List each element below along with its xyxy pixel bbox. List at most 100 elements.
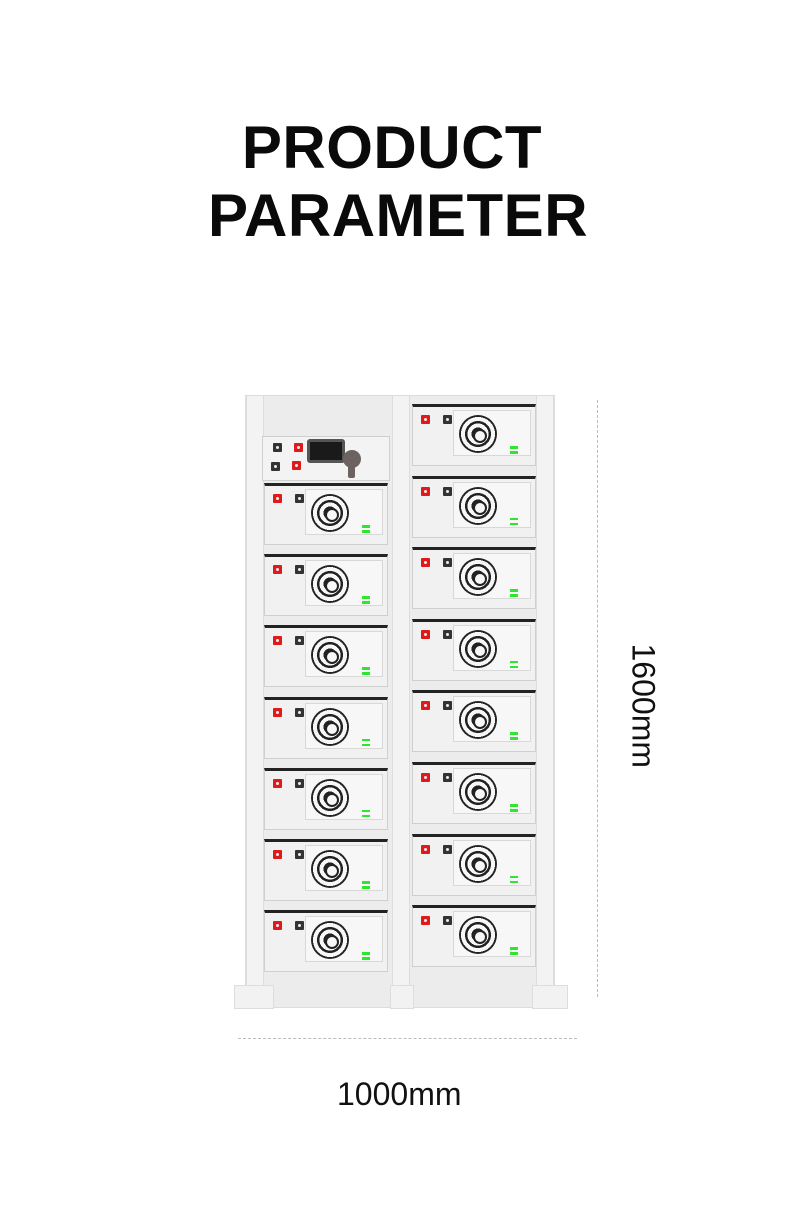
fan-panel (305, 916, 383, 963)
fan-icon (311, 494, 349, 532)
status-led-icon (510, 737, 518, 740)
positive-terminal-icon (421, 773, 430, 782)
status-led-icon (362, 743, 370, 747)
status-led-icon (362, 809, 370, 813)
fan-icon (311, 850, 349, 888)
fan-panel (305, 702, 383, 749)
negative-terminal-icon (443, 701, 452, 711)
positive-terminal-icon (421, 844, 430, 854)
positive-terminal-icon (273, 565, 282, 575)
fan-panel (453, 624, 531, 671)
fan-panel (305, 560, 383, 607)
status-led-icon (510, 804, 518, 807)
fan-panel (305, 773, 383, 820)
status-led-icon (510, 446, 518, 449)
fan-icon (459, 558, 497, 597)
title-line-1: PRODUCT (241, 114, 543, 181)
negative-terminal-icon (443, 629, 452, 639)
negative-terminal-icon (443, 486, 452, 496)
battery-module (264, 839, 388, 901)
battery-module (412, 547, 536, 610)
fan-icon (311, 778, 349, 817)
positive-terminal-icon (273, 850, 282, 859)
control-unit (262, 436, 390, 481)
frame-post-middle (392, 396, 410, 1007)
positive-terminal-icon (421, 916, 430, 926)
frame-post-left (246, 396, 264, 1007)
fan-panel (453, 553, 531, 600)
fan-icon (459, 486, 497, 525)
positive-terminal-icon (273, 921, 282, 931)
display-screen (307, 439, 345, 463)
battery-module (264, 910, 388, 973)
negative-terminal-icon (295, 707, 304, 717)
fan-icon (311, 707, 349, 746)
fan-panel (453, 911, 531, 958)
positive-terminal-icon (294, 443, 303, 452)
negative-terminal-icon (443, 415, 452, 424)
cabinet-foot-middle (390, 985, 414, 1009)
status-led-icon (510, 517, 518, 521)
positive-terminal-icon (421, 415, 430, 424)
height-dimension-line (597, 400, 598, 997)
status-led-icon (362, 886, 370, 889)
fan-icon (459, 701, 497, 740)
fan-panel (453, 410, 531, 456)
status-led-icon (510, 594, 518, 597)
battery-module (264, 554, 388, 617)
negative-terminal-icon (443, 844, 452, 854)
positive-terminal-icon (273, 494, 282, 503)
negative-terminal-icon (273, 443, 282, 452)
fan-icon (459, 415, 497, 453)
battery-module (412, 833, 536, 896)
status-led-icon (510, 451, 518, 454)
fan-icon (311, 921, 349, 960)
battery-module (264, 767, 388, 830)
status-led-icon (510, 732, 518, 735)
status-led-icon (362, 814, 370, 818)
positive-terminal-icon (273, 707, 282, 717)
status-led-icon (510, 589, 518, 592)
battery-module (412, 762, 536, 824)
cabinet-foot-left (234, 985, 274, 1009)
fan-panel (305, 489, 383, 535)
positive-terminal-icon (273, 778, 282, 788)
fan-icon (459, 773, 497, 811)
fan-icon (311, 636, 349, 675)
fan-panel (305, 845, 383, 891)
status-led-icon (510, 947, 518, 950)
fan-panel (305, 631, 383, 678)
fan-panel (453, 768, 531, 814)
status-led-icon (510, 952, 518, 955)
positive-terminal-icon (421, 486, 430, 496)
negative-terminal-icon (271, 462, 280, 471)
positive-terminal-icon (421, 701, 430, 711)
status-led-icon (510, 880, 518, 884)
negative-terminal-icon (443, 558, 452, 568)
negative-terminal-icon (295, 636, 304, 646)
width-dimension-label: 1000mm (337, 1076, 462, 1112)
negative-terminal-icon (295, 494, 304, 503)
fan-panel (453, 481, 531, 528)
height-dimension-label: 1600mm (625, 643, 662, 769)
positive-terminal-icon (421, 558, 430, 568)
negative-terminal-icon (443, 916, 452, 926)
status-led-icon (362, 738, 370, 742)
positive-terminal-icon (292, 461, 301, 470)
battery-module (412, 905, 536, 968)
fan-icon (311, 565, 349, 604)
negative-terminal-icon (295, 850, 304, 859)
fan-icon (459, 629, 497, 668)
status-led-icon (362, 952, 370, 955)
negative-terminal-icon (443, 773, 452, 782)
status-led-icon (362, 881, 370, 884)
status-led-icon (362, 957, 370, 960)
status-led-icon (510, 665, 518, 669)
frame-post-right (536, 396, 554, 1007)
status-led-icon (510, 522, 518, 526)
battery-module (264, 483, 388, 545)
positive-terminal-icon (421, 629, 430, 639)
fan-icon (459, 844, 497, 883)
cabinet-foot-right (532, 985, 568, 1009)
negative-terminal-icon (295, 921, 304, 931)
